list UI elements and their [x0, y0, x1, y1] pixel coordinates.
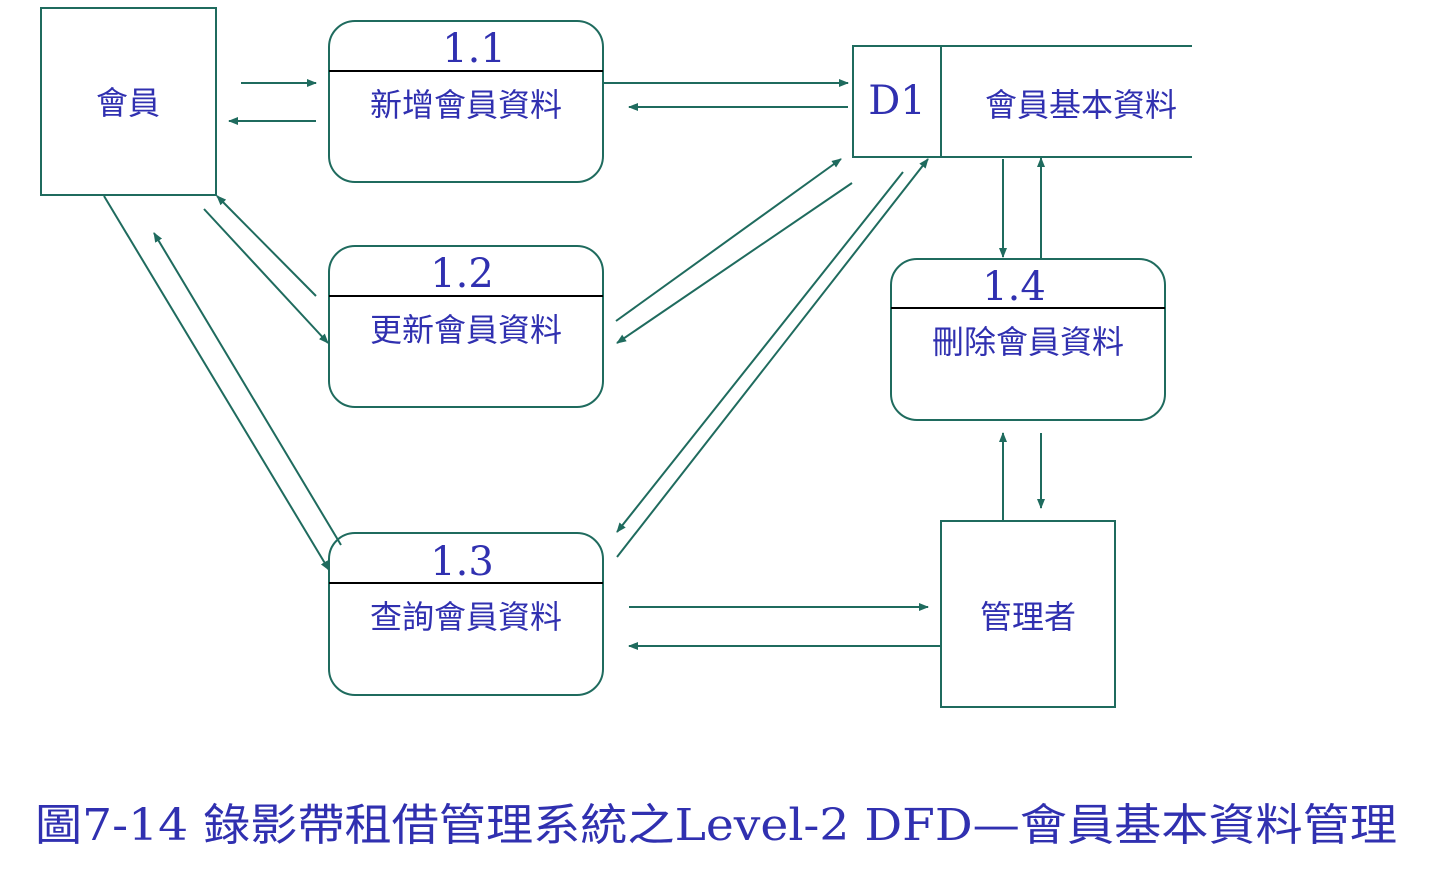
entity-manager-label: 管理者: [980, 598, 1076, 636]
flow-1-3-to-d1: [616, 158, 929, 558]
figure-caption: 圖7-14 錄影帶租借管理系統之Level-2 DFD—會員基本資料管理: [35, 800, 1397, 851]
entity-manager: 管理者: [940, 520, 1116, 708]
process-1-1-number: 1.1: [442, 26, 506, 72]
process-1-1: 1.1 新增會員資料: [328, 20, 604, 183]
process-1-4-number: 1.4: [982, 264, 1046, 310]
flow-d1-to-1-3: [616, 171, 904, 533]
process-1-3-number: 1.3: [430, 539, 494, 585]
process-1-3: 1.3 查詢會員資料: [328, 532, 604, 696]
flow-1-3-to-member: [153, 232, 342, 546]
process-1-2-name: 更新會員資料: [370, 311, 562, 349]
data-store-d1: D1 會員基本資料: [852, 45, 1192, 158]
entity-member-label: 會員: [96, 84, 160, 122]
entity-member: 會員: [40, 7, 217, 196]
process-1-1-name: 新增會員資料: [370, 86, 562, 124]
process-1-3-name: 查詢會員資料: [370, 598, 562, 636]
data-store-name: 會員基本資料: [985, 86, 1177, 124]
data-flows: [103, 79, 1045, 650]
flow-d1-to-1-2: [616, 182, 853, 344]
flow-member-to-1-2: [203, 208, 329, 344]
flow-1-2-to-member: [216, 195, 317, 297]
flow-1-2-to-d1: [615, 158, 842, 322]
process-1-2: 1.2 更新會員資料: [328, 245, 604, 408]
process-1-4-name: 刪除會員資料: [932, 323, 1124, 361]
data-store-id: D1: [868, 78, 926, 124]
process-1-4: 1.4 刪除會員資料: [890, 258, 1166, 421]
flow-member-to-1-3: [103, 195, 330, 571]
process-1-2-number: 1.2: [430, 251, 494, 297]
